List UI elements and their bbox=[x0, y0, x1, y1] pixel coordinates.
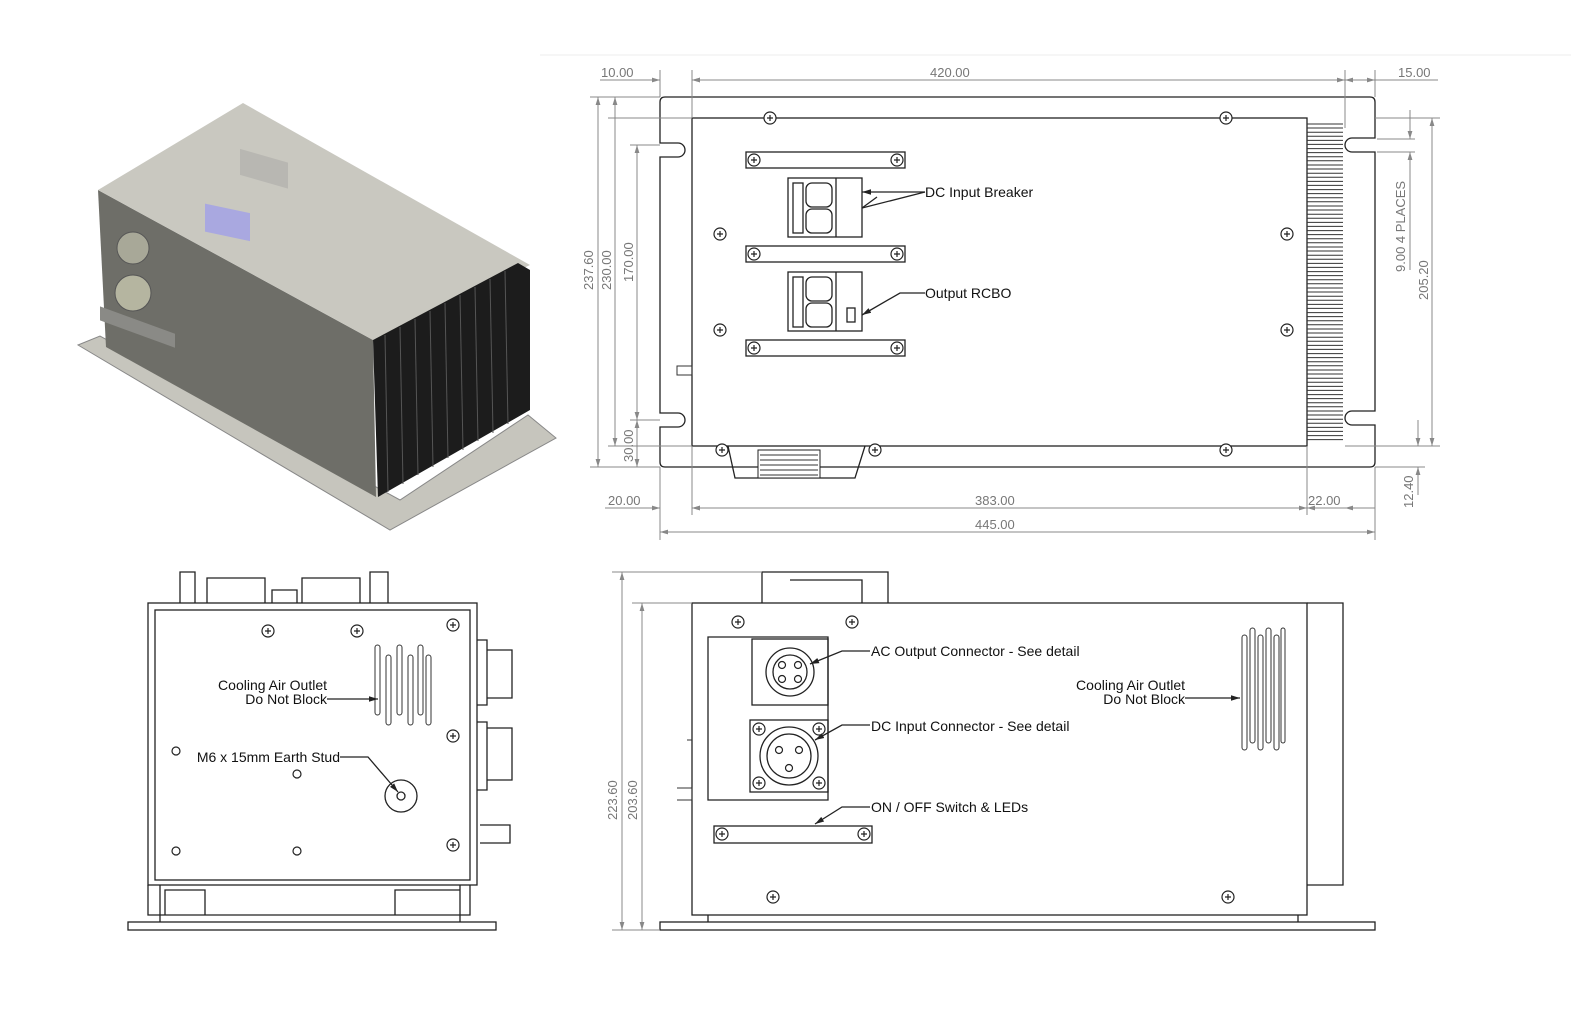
label-front-cooling-1: Cooling Air Outlet bbox=[1076, 677, 1185, 693]
dim-left-margin: 10.00 bbox=[601, 65, 634, 80]
dim-front-height-body: 203.60 bbox=[625, 780, 640, 820]
iso-base-plate bbox=[76, 335, 557, 531]
side-base-plate bbox=[127, 921, 497, 931]
base-plate-outline bbox=[659, 96, 1376, 468]
dim-body-length: 383.00 bbox=[975, 493, 1015, 508]
ac-output-connector bbox=[751, 638, 829, 706]
front-view: AC Output Connector - See detail DC Inpu… bbox=[605, 571, 1376, 931]
switch-led-bracket bbox=[713, 825, 873, 844]
front-body bbox=[691, 602, 1308, 916]
iso-ac-connector bbox=[116, 231, 150, 265]
label-ac-output: AC Output Connector - See detail bbox=[871, 643, 1080, 659]
dc-input-connector bbox=[749, 719, 829, 793]
label-output-rcbo: Output RCBO bbox=[925, 285, 1011, 301]
dim-right-margin: 15.00 bbox=[1398, 65, 1431, 80]
dim-slot-width: 9.00 4 PLACES bbox=[1393, 181, 1408, 272]
dim-front-height-overall: 223.60 bbox=[605, 780, 620, 820]
iso-top-face bbox=[98, 103, 530, 340]
side-view: Cooling Air Outlet Do Not Block M6 x 15m… bbox=[127, 571, 513, 931]
label-earth-stud: M6 x 15mm Earth Stud bbox=[197, 749, 340, 765]
dim-body-depth: 205.20 bbox=[1416, 260, 1431, 300]
dim-overall-length: 445.00 bbox=[975, 517, 1015, 532]
body-outline bbox=[691, 117, 1308, 447]
front-dimensions: 223.60 203.60 bbox=[605, 571, 762, 931]
dim-height-plate: 230.00 bbox=[599, 250, 614, 290]
dimensions: 10.00 420.00 15.00 237.60 230.00 170.00 … bbox=[581, 65, 1440, 540]
side-body bbox=[147, 602, 478, 886]
label-side-cooling-1: Cooling Air Outlet bbox=[218, 677, 327, 693]
output-rcbo bbox=[787, 271, 863, 332]
dim-bottom-left: 20.00 bbox=[608, 493, 641, 508]
dim-bottom-right: 22.00 bbox=[1308, 493, 1341, 508]
dim-height-overall: 237.60 bbox=[581, 250, 596, 290]
iso-dc-connector bbox=[114, 274, 152, 312]
earth-stud bbox=[384, 779, 418, 813]
front-vent-slots bbox=[1241, 627, 1286, 751]
label-side-cooling-2: Do Not Block bbox=[245, 691, 328, 707]
label-dc-input-breaker: DC Input Breaker bbox=[925, 184, 1033, 200]
bottom-connector bbox=[727, 445, 866, 479]
bracket bbox=[745, 151, 906, 357]
iso-side-face bbox=[98, 190, 376, 497]
dim-overall-top: 420.00 bbox=[930, 65, 970, 80]
side-vent-slots bbox=[374, 644, 432, 726]
iso-output-rcbo bbox=[240, 148, 288, 189]
dim-slot-pitch: 170.00 bbox=[621, 242, 636, 282]
iso-led-bracket bbox=[100, 306, 175, 348]
label-front-cooling-2: Do Not Block bbox=[1103, 691, 1186, 707]
iso-input-breaker bbox=[205, 203, 250, 242]
top-view: DC Input Breaker Output RCBO 10.00 420.0… bbox=[581, 65, 1440, 540]
label-switch-leds: ON / OFF Switch & LEDs bbox=[871, 799, 1028, 815]
dim-bottom-offset: 12.40 bbox=[1401, 475, 1416, 508]
front-base-plate bbox=[659, 921, 1376, 931]
dim-slot-offset: 30.00 bbox=[621, 429, 636, 462]
isometric-view bbox=[76, 103, 557, 531]
label-dc-input: DC Input Connector - See detail bbox=[871, 718, 1069, 734]
heatsink-fins bbox=[1307, 123, 1343, 441]
dc-input-breaker bbox=[787, 177, 863, 238]
